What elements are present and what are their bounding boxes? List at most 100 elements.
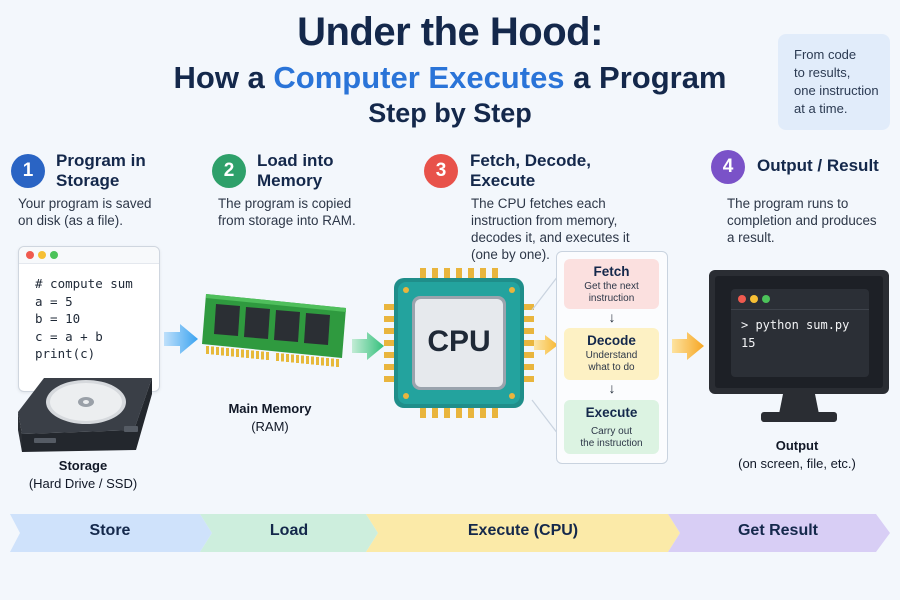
- terminal-command: > python sum.py: [741, 318, 850, 332]
- cpu-chip-icon: [384, 268, 534, 418]
- pipeline-fetch-desc-line: Get the next: [584, 281, 639, 292]
- step-2-desc-line: The program is copied: [218, 196, 352, 211]
- timeline-segment-result: [668, 514, 890, 552]
- arrow-right-icon: [534, 335, 558, 355]
- code-line: # compute sum: [35, 276, 133, 291]
- timeline-label-load: Load: [269, 522, 309, 539]
- step-3-description: The CPU fetches each instruction from me…: [471, 195, 630, 263]
- step-2-title: Load into Memory: [257, 151, 333, 191]
- callout-line: From code: [794, 47, 857, 62]
- arrow-down-icon: ↓: [608, 380, 616, 396]
- terminal-output: > python sum.py 15: [741, 316, 849, 352]
- pipeline-fetch-box: Fetch Get the next instruction: [564, 259, 659, 309]
- step-4-title-line: Output / Result: [757, 156, 879, 175]
- cpu-pipeline-connector: [531, 275, 559, 435]
- terminal-maximize-dot-icon: [762, 295, 770, 303]
- pipeline-decode-desc: Understand what to do: [564, 350, 659, 374]
- window-title-bar: [19, 247, 159, 264]
- storage-caption-title: Storage: [58, 458, 108, 473]
- arrow-right-icon: [352, 332, 384, 360]
- step-4-desc-line: a result.: [727, 230, 775, 245]
- timeline-segment-store: [10, 514, 212, 552]
- step-1-title-line: Storage: [56, 171, 120, 190]
- pipeline-execute-title: Execute: [585, 405, 638, 420]
- hard-drive-icon: [18, 378, 152, 452]
- code-line: print(c): [35, 346, 96, 361]
- pipeline-execute-desc-line: the instruction: [580, 438, 643, 449]
- window-minimize-dot-icon: [38, 251, 46, 259]
- memory-caption-sub: (RAM): [251, 419, 289, 434]
- pipeline-decode-box: Decode Understand what to do: [564, 328, 659, 380]
- cpu-label: CPU: [427, 325, 491, 358]
- step-3-desc-line: instruction from memory,: [471, 213, 618, 228]
- output-caption-title: Output: [775, 438, 819, 453]
- pipeline-fetch-desc: Get the next instruction: [564, 281, 659, 305]
- terminal-divider: [731, 309, 869, 310]
- step-2-desc-line: from storage into RAM.: [218, 213, 356, 228]
- step-4-desc-line: The program runs to: [727, 196, 849, 211]
- callout-box: From code to results, one instruction at…: [778, 34, 890, 130]
- process-timeline: [10, 514, 890, 552]
- pipeline-decode-desc-line: what to do: [588, 362, 635, 373]
- step-1-desc-line: Your program is saved: [18, 196, 152, 211]
- arrow-right-icon: [672, 332, 704, 360]
- step-2-number: 2: [212, 154, 246, 188]
- step-3-number: 3: [424, 154, 458, 188]
- step-4-number: 4: [711, 150, 745, 184]
- code-line: b = 10: [35, 311, 81, 326]
- step-1-title-line: Program in: [56, 151, 146, 170]
- step-2-description: The program is copied from storage into …: [218, 195, 356, 229]
- step-3-desc-line: decodes it, and executes it: [471, 230, 630, 245]
- step-1-number: 1: [11, 154, 45, 188]
- step-1-desc-line: on disk (as a file).: [18, 213, 123, 228]
- step-4-title: Output / Result: [757, 156, 879, 176]
- subtitle-highlight: Computer Executes: [273, 60, 565, 95]
- ram-module-icon: [202, 294, 346, 367]
- output-caption: Output (on screen, file, etc.): [712, 437, 882, 473]
- terminal-window: > python sum.py 15: [731, 289, 869, 377]
- window-maximize-dot-icon: [50, 251, 58, 259]
- step-3-title-line: Fetch, Decode,: [470, 151, 591, 170]
- output-caption-sub: (on screen, file, etc.): [738, 456, 856, 471]
- code-editor-window: # compute sum a = 5 b = 10 c = a + b pri…: [18, 246, 160, 392]
- step-1-description: Your program is saved on disk (as a file…: [18, 195, 151, 229]
- terminal-result: 15: [741, 336, 756, 350]
- code-lines: # compute sum a = 5 b = 10 c = a + b pri…: [35, 275, 133, 363]
- step-3-desc-line: The CPU fetches each: [471, 196, 606, 211]
- step-2-title-line: Load into: [257, 151, 334, 170]
- pipeline-decode-title: Decode: [587, 333, 636, 348]
- arrow-down-icon: ↓: [608, 309, 616, 325]
- callout-line: to results,: [794, 65, 851, 80]
- step-3-title-line: Execute: [470, 171, 536, 190]
- step-4-description: The program runs to completion and produ…: [727, 195, 877, 246]
- timeline-segment-execute: [366, 514, 680, 552]
- pipeline-fetch-title: Fetch: [593, 264, 630, 279]
- storage-caption-sub: (Hard Drive / SSD): [28, 476, 138, 491]
- subtitle-post: a Program: [564, 60, 727, 95]
- timeline-label-result: Get Result: [737, 522, 818, 539]
- page-title: Under the Hood:: [297, 10, 603, 54]
- code-line: a = 5: [35, 293, 73, 309]
- timeline-label-store: Store: [89, 522, 131, 539]
- step-1-title: Program in Storage: [56, 151, 146, 191]
- code-line: c = a + b: [35, 328, 103, 344]
- terminal-close-dot-icon: [738, 295, 746, 303]
- arrow-right-icon: [164, 324, 198, 354]
- subtitle-pre: How a: [173, 60, 274, 95]
- memory-caption-title: Main Memory: [228, 401, 312, 416]
- timeline-label-execute: Execute (CPU): [467, 522, 579, 539]
- pipeline-decode-desc-line: Understand: [585, 350, 638, 361]
- callout-line: at a time.: [794, 101, 848, 116]
- timeline-segment-load: [200, 514, 378, 552]
- step-3-desc-line: (one by one).: [471, 247, 550, 262]
- page-subtitle-line3: Step by Step: [368, 98, 532, 128]
- pipeline-fetch-desc-line: instruction: [588, 293, 635, 304]
- step-3-title: Fetch, Decode, Execute: [470, 151, 591, 191]
- step-4-desc-line: completion and produces: [727, 213, 877, 228]
- step-2-title-line: Memory: [257, 171, 323, 190]
- page-subtitle: How a Computer Executes a Program: [0, 60, 900, 96]
- callout-line: one instruction: [794, 83, 879, 98]
- pipeline-execute-box: Execute Carry out the instruction: [564, 400, 659, 454]
- window-close-dot-icon: [26, 251, 34, 259]
- pipeline-execute-desc-line: Carry out: [590, 426, 633, 437]
